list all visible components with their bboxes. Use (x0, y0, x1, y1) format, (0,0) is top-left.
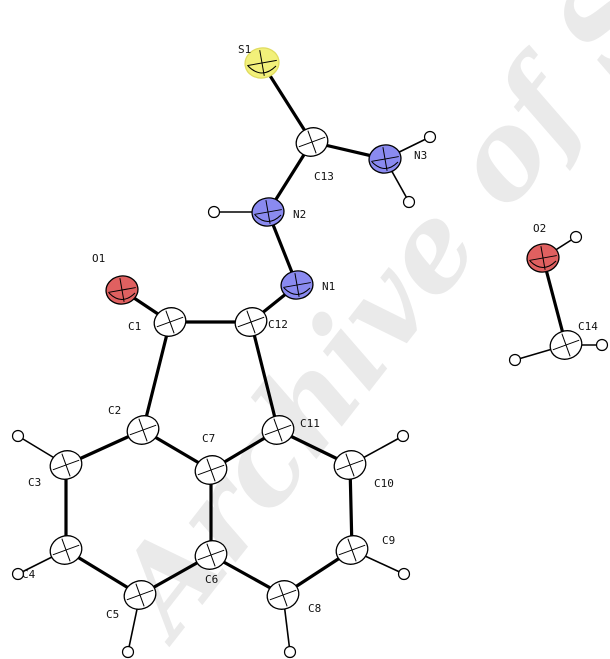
atom-label-c1: C1 (128, 320, 141, 333)
hydrogen-atom (11, 429, 25, 443)
atom-c10 (333, 450, 367, 480)
atom-c6 (194, 540, 228, 570)
hydrogen-atom (402, 195, 416, 209)
atom-c2 (126, 415, 160, 445)
hydrogen-atom (423, 130, 437, 144)
hydrogen-atom (595, 338, 609, 352)
hydrogen-atom (397, 567, 411, 581)
atom-label-n2: N2 (293, 208, 306, 221)
atom-n3 (368, 144, 402, 174)
atom-c13 (295, 127, 329, 157)
atom-label-c10: C10 (374, 477, 394, 490)
atom-label-c6: C6 (205, 573, 218, 586)
hydrogen-atoms (11, 130, 609, 659)
atom-c8 (266, 580, 300, 610)
atom-o2 (526, 243, 560, 273)
atom-label-n3: N3 (414, 149, 427, 162)
hydrogen-atom (283, 645, 297, 659)
hydrogen-atom (569, 230, 583, 244)
bond-c1-c2 (141, 320, 172, 432)
atom-label-c5: C5 (106, 608, 119, 621)
hydrogen-atom (121, 645, 135, 659)
atom-label-c9: C9 (382, 534, 395, 547)
atom-c5 (123, 580, 157, 610)
atom-label-c8: C8 (308, 602, 321, 615)
atom-label-s1: S1 (238, 43, 251, 56)
hydrogen-atom (11, 567, 25, 581)
atom-label-c14: C14 (578, 320, 598, 333)
atom-c7 (194, 455, 228, 485)
atom-c3 (49, 450, 83, 480)
atom-label-c3: C3 (28, 476, 41, 489)
bond-o2-c14 (541, 256, 568, 347)
atom-c12 (234, 307, 268, 337)
atom-label-n1: N1 (322, 280, 335, 293)
atom-c14 (549, 330, 583, 360)
atom-o1 (105, 275, 139, 305)
atom-label-c11: C11 (300, 417, 320, 430)
atom-label-c4: C4 (22, 568, 36, 581)
atom-label-c2: C2 (108, 404, 121, 417)
atom-c4 (49, 535, 83, 565)
atom-label-c7: C7 (202, 432, 215, 445)
atom-c9 (335, 535, 369, 565)
atom-n2 (251, 197, 285, 227)
bond-c12-c11 (249, 320, 280, 432)
atom-c1 (153, 307, 187, 337)
atom-label-o1: O1 (92, 252, 105, 265)
atoms (49, 47, 583, 610)
atom-c11 (261, 415, 295, 445)
atom-label-c12: C12 (268, 318, 288, 331)
atom-label-c13: C13 (314, 170, 334, 183)
atom-n1 (280, 270, 314, 300)
atom-label-o2: O2 (533, 222, 546, 235)
atom-s1 (244, 47, 280, 79)
hydrogen-atom (508, 353, 522, 367)
hydrogen-atom (396, 429, 410, 443)
hydrogen-atom (207, 205, 221, 219)
